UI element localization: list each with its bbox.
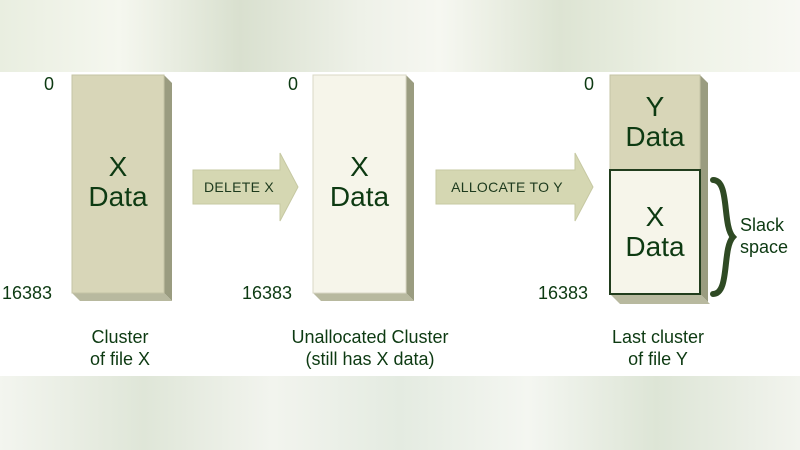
cluster-3-top-content: Y Data xyxy=(625,91,685,152)
arrow-delete xyxy=(192,152,299,222)
slack-brace xyxy=(710,177,738,297)
arrow-allocate xyxy=(435,152,594,222)
cluster-3-caption: Last cluster of file Y xyxy=(611,327,705,369)
cluster-3-side xyxy=(700,75,708,302)
cluster-3-end-offset: 16383 xyxy=(538,283,589,303)
cluster-2-face xyxy=(312,74,407,294)
arrow-delete-label: DELETE X xyxy=(203,179,275,195)
background-band-top xyxy=(0,0,800,72)
background-band-bottom xyxy=(0,376,800,450)
cluster-1-caption: Cluster of file X xyxy=(89,327,151,369)
cluster-1-start-offset: 0 xyxy=(44,74,55,94)
arrow-allocate-label: ALLOCATE TO Y xyxy=(451,179,563,195)
cluster-3-bottom xyxy=(610,294,710,304)
cluster-1-bottom xyxy=(72,293,172,301)
cluster-2-block xyxy=(312,74,414,301)
cluster-3-y-face xyxy=(609,74,701,171)
cluster-3-block xyxy=(609,74,710,304)
cluster-1-face xyxy=(71,74,165,294)
cluster-2-start-offset: 0 xyxy=(288,74,299,94)
cluster-1-side xyxy=(164,75,172,301)
slack-space-label: Slack space xyxy=(740,215,789,257)
cluster-2-end-offset: 16383 xyxy=(242,283,293,303)
cluster-1-block xyxy=(71,74,172,301)
cluster-2-caption: Unallocated Cluster (still has X data) xyxy=(291,327,449,369)
cluster-2-bottom xyxy=(313,293,414,301)
cluster-3-bottom-content: X Data xyxy=(625,201,685,262)
cluster-3-x-face xyxy=(609,169,701,295)
cluster-3-start-offset: 0 xyxy=(584,74,595,94)
cluster-2-side xyxy=(406,75,414,301)
cluster-1-content: X Data xyxy=(88,151,148,212)
cluster-2-content: X Data xyxy=(329,151,390,212)
cluster-1-end-offset: 16383 xyxy=(2,283,53,303)
